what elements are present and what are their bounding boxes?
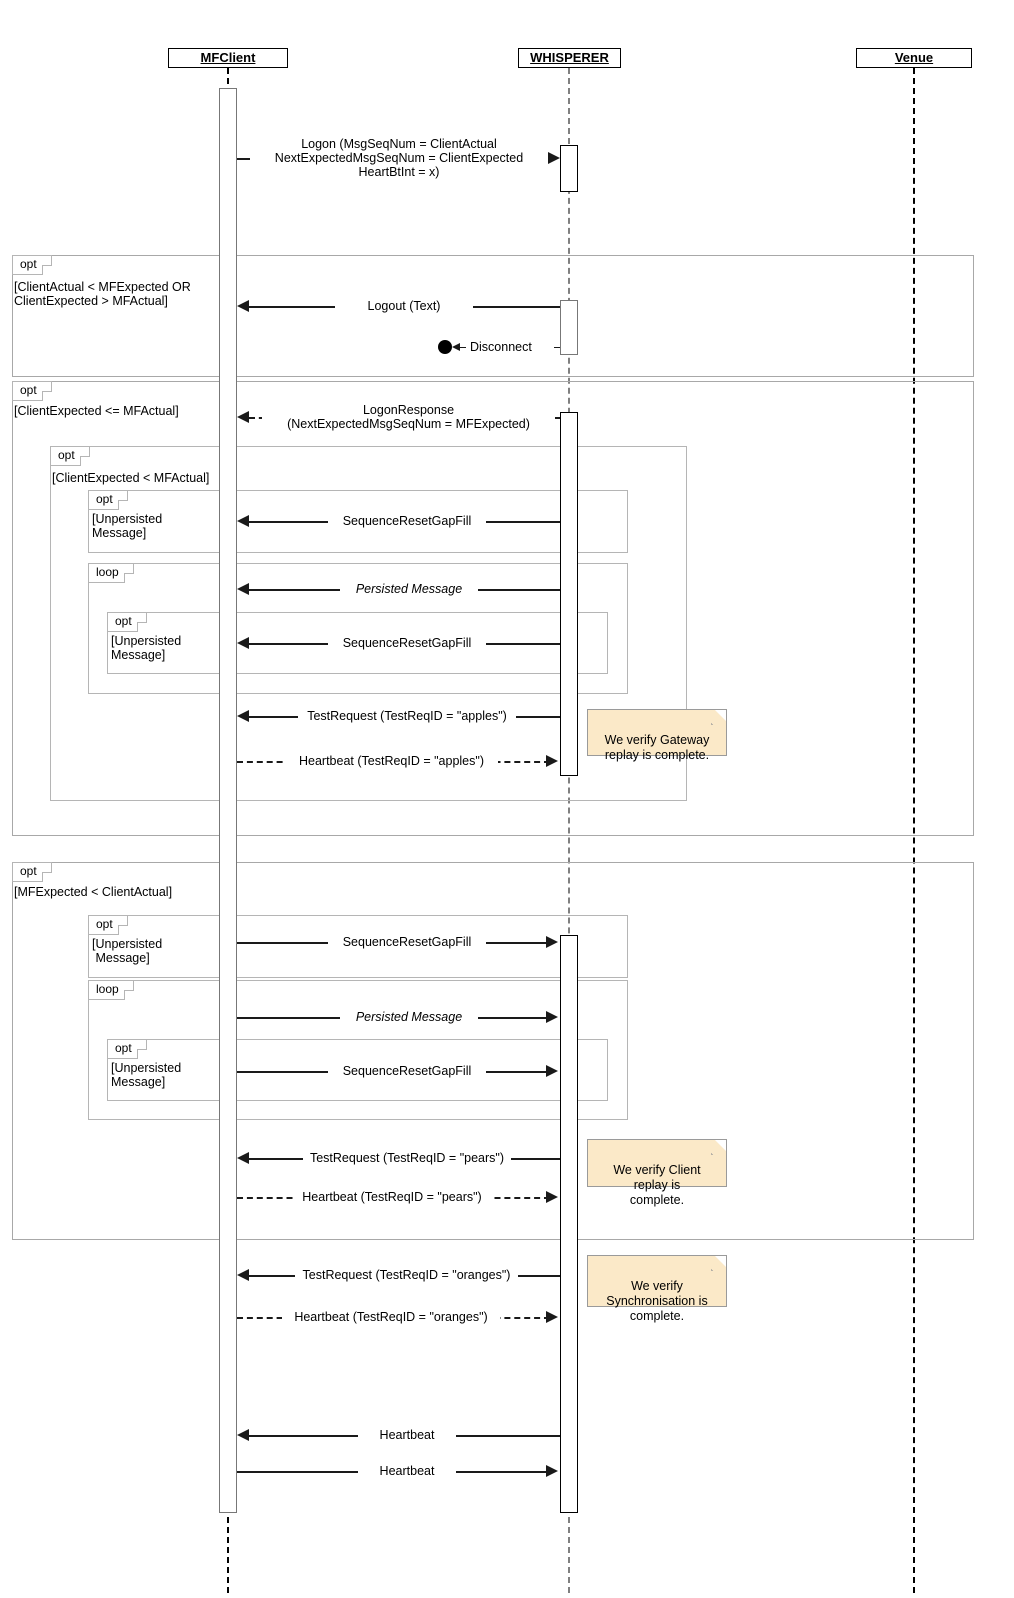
fragment-opt-3a-operator: opt [88, 915, 128, 935]
message-label-persisted-1: Persisted Message [340, 582, 478, 596]
lifeline-line-whisperer [568, 68, 570, 1593]
fragment-loop-3: loop [88, 980, 628, 1120]
message-label-gapfill-4: SequenceResetGapFill [328, 1064, 486, 1078]
lifeline-label-whisperer: WHISPERER [530, 50, 609, 65]
message-arrow-heartbeat-out [546, 1465, 558, 1477]
activation-whisperer-logon [560, 145, 578, 192]
fragment-opt-2a2-guard: [Unpersisted Message] [111, 634, 182, 662]
message-label-logout: Logout (Text) [335, 299, 473, 313]
fragment-opt-3b-operator: opt [107, 1039, 147, 1059]
fragment-opt-2-operator: opt [12, 381, 52, 401]
fragment-opt-3-guard: [MFExpected < ClientActual] [14, 885, 173, 899]
fragment-opt-3: opt [12, 862, 974, 1240]
fragment-opt-3a: opt [88, 915, 628, 978]
message-label-gapfill-3: SequenceResetGapFill [328, 935, 486, 949]
activation-whisperer-replay [560, 412, 578, 776]
message-label-persisted-2: Persisted Message [340, 1010, 478, 1024]
note-client-replay: We verify Client replay is complete. [587, 1139, 727, 1207]
fragment-opt-2a: opt [50, 446, 687, 801]
activation-mfclient-main [219, 88, 237, 1513]
lifeline-head-mfclient[interactable]: MFClient [168, 48, 288, 68]
note-synchronisation-text: We verify Synchronisation is complete. [606, 1279, 708, 1323]
note-fold-edge-icon-3 [711, 1256, 726, 1271]
fragment-opt-3b: opt [107, 1039, 608, 1101]
fragment-loop-3-operator: loop [88, 980, 134, 1000]
fragment-opt-2: opt [12, 381, 974, 836]
message-arrow-logon [548, 152, 560, 164]
message-label-heartbeat-out: Heartbeat [358, 1464, 456, 1478]
message-arrow-persisted-1 [237, 583, 249, 595]
message-label-testrequest-apples: TestRequest (TestReqID = "apples") [298, 709, 516, 723]
message-label-heartbeat-apples: Heartbeat (TestReqID = "apples") [285, 754, 498, 768]
fragment-opt-3b-guard: [Unpersisted Message] [111, 1061, 182, 1089]
fragment-opt-1: opt [12, 255, 974, 377]
message-arrow-heartbeat-in [237, 1429, 249, 1441]
message-arrow-gapfill-3 [546, 936, 558, 948]
message-label-testrequest-oranges: TestRequest (TestReqID = "oranges") [295, 1268, 518, 1282]
message-arrow-gapfill-1 [237, 515, 249, 527]
message-arrow-testrequest-pears [237, 1152, 249, 1164]
note-fold-edge-icon-2 [711, 1140, 726, 1155]
message-arrow-logout [237, 300, 249, 312]
fragment-opt-2a2: opt [107, 612, 608, 674]
message-arrow-heartbeat-oranges [546, 1311, 558, 1323]
message-arrow-disconnect [452, 343, 460, 351]
message-label-gapfill-2: SequenceResetGapFill [328, 636, 486, 650]
stop-dot-disconnect [438, 340, 452, 354]
fragment-opt-2a1-guard: [Unpersisted Message] [92, 512, 163, 540]
note-gateway-replay-text: We verify Gateway replay is complete. [604, 733, 710, 762]
fragment-opt-1-guard: [ClientActual < MFExpected OR ClientExpe… [14, 280, 191, 308]
note-client-replay-text: We verify Client replay is complete. [613, 1163, 701, 1207]
lifeline-head-venue[interactable]: Venue [856, 48, 972, 68]
fragment-loop-2a-operator: loop [88, 563, 134, 583]
message-arrow-persisted-2 [546, 1011, 558, 1023]
lifeline-label-mfclient: MFClient [200, 50, 256, 65]
fragment-opt-2a1: opt [88, 490, 628, 553]
activation-whisperer-clientreplay [560, 935, 578, 1513]
note-fold-edge-icon [711, 710, 726, 725]
message-label-logonresponse: LogonResponse (NextExpectedMsgSeqNum = M… [262, 403, 555, 431]
fragment-opt-2a2-operator: opt [107, 612, 147, 632]
message-label-logon: Logon (MsgSeqNum = ClientActual NextExpe… [250, 137, 548, 179]
fragment-opt-3-operator: opt [12, 862, 52, 882]
message-arrow-testrequest-apples [237, 710, 249, 722]
message-arrow-gapfill-4 [546, 1065, 558, 1077]
message-arrow-heartbeat-pears [546, 1191, 558, 1203]
activation-whisperer-logout [560, 300, 578, 355]
lifeline-head-whisperer[interactable]: WHISPERER [518, 48, 621, 68]
fragment-opt-1-operator: opt [12, 255, 52, 275]
message-arrow-logonresponse [237, 411, 249, 423]
lifeline-label-venue: Venue [894, 50, 934, 65]
message-label-disconnect: Disconnect [466, 340, 554, 354]
fragment-loop-2a: loop [88, 563, 628, 694]
fragment-opt-2a-operator: opt [50, 446, 90, 466]
fragment-opt-2a1-operator: opt [88, 490, 128, 510]
message-arrow-gapfill-2 [237, 637, 249, 649]
note-gateway-replay: We verify Gateway replay is complete. [587, 709, 727, 762]
note-synchronisation: We verify Synchronisation is complete. [587, 1255, 727, 1323]
lifeline-line-venue [913, 68, 915, 1593]
message-label-heartbeat-in: Heartbeat [358, 1428, 456, 1442]
message-arrow-testrequest-oranges [237, 1269, 249, 1281]
fragment-opt-2-guard: [ClientExpected <= MFActual] [14, 404, 179, 418]
message-arrow-heartbeat-apples [546, 755, 558, 767]
message-label-heartbeat-oranges: Heartbeat (TestReqID = "oranges") [282, 1310, 500, 1324]
message-label-testrequest-pears: TestRequest (TestReqID = "pears") [303, 1151, 511, 1165]
message-label-heartbeat-pears: Heartbeat (TestReqID = "pears") [293, 1190, 491, 1204]
fragment-opt-2a-guard: [ClientExpected < MFActual] [52, 471, 210, 485]
fragment-opt-3a-guard: [Unpersisted Message] [92, 937, 163, 965]
message-label-gapfill-1: SequenceResetGapFill [328, 514, 486, 528]
